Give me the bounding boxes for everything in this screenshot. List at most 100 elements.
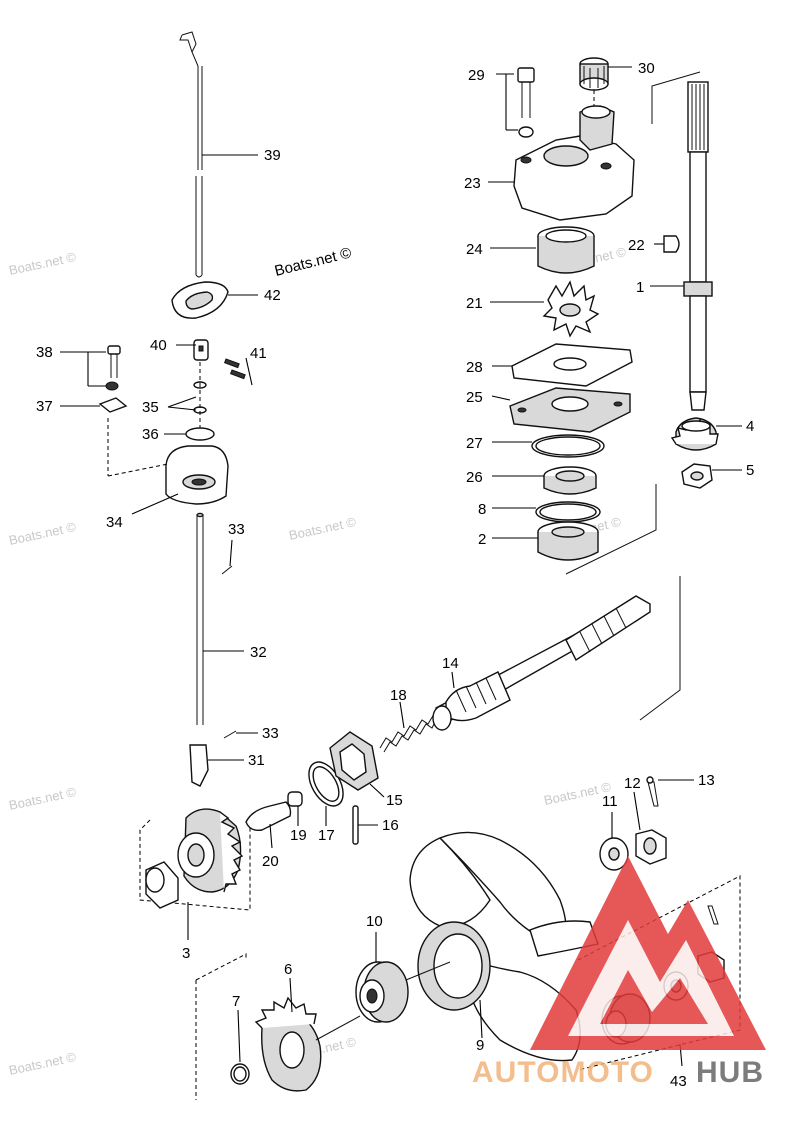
logo-word-automoto: AUTOMOTO <box>472 1056 654 1089</box>
part-38-bolt <box>60 345 121 391</box>
part-4-pinion-gear <box>670 417 742 451</box>
part-13-cotter-pin <box>646 776 694 807</box>
callout-10: 10 <box>366 913 383 930</box>
part-10-thrust-hub <box>355 932 451 1023</box>
callout-11: 11 <box>602 793 618 810</box>
part-1-drive-shaft <box>650 71 713 411</box>
watermark-inline: Boats.net © <box>273 244 353 280</box>
callout-16: 16 <box>382 817 399 834</box>
part-25-pump-base <box>491 387 631 433</box>
callout-23: 23 <box>464 175 481 192</box>
callout-37: 37 <box>36 398 53 415</box>
part-35-washers <box>167 362 207 440</box>
part-31-shift-cam <box>189 744 244 787</box>
callout-12: 12 <box>624 775 641 792</box>
part-14-propeller-shaft <box>432 576 681 731</box>
part-5-pinion-nut <box>681 463 742 489</box>
part-27-o-ring <box>492 434 605 458</box>
part-30-insert <box>579 57 632 106</box>
callout-36: 36 <box>142 426 159 443</box>
part-32-shift-rod-lower <box>196 512 244 725</box>
callout-30: 30 <box>638 60 655 77</box>
part-39-shift-rod-upper <box>179 31 258 278</box>
alignment-line <box>565 484 657 575</box>
callout-9: 9 <box>476 1037 484 1054</box>
automotohub-logo: AUTOMOTO HUB <box>472 856 766 1089</box>
callout-42: 42 <box>264 287 281 304</box>
callout-29: 29 <box>468 67 485 84</box>
callout-6: 6 <box>284 961 292 978</box>
part-3-forward-gear-assembly <box>139 808 251 940</box>
callout-33b: 33 <box>262 725 279 742</box>
callout-40: 40 <box>150 337 167 354</box>
part-29-bolt <box>496 67 535 138</box>
part-16-cross-pin <box>352 805 378 845</box>
callout-1: 1 <box>636 279 644 296</box>
logo-word-hub: HUB <box>696 1056 764 1089</box>
part-18-spring <box>379 701 437 753</box>
callout-8: 8 <box>478 501 486 518</box>
part-11-washer <box>599 812 629 871</box>
callout-17: 17 <box>318 827 335 844</box>
watermark: Boats.net © <box>288 514 358 543</box>
part-17-ring <box>308 761 344 826</box>
callout-4: 4 <box>746 418 754 435</box>
callout-26: 26 <box>466 469 483 486</box>
callout-18: 18 <box>390 687 407 704</box>
callout-33a: 33 <box>228 521 245 538</box>
callout-22: 22 <box>628 237 645 254</box>
callout-35: 35 <box>142 399 159 416</box>
part-22-key <box>654 235 680 253</box>
part-40-connector <box>176 339 209 361</box>
callout-labels: 39 42 40 41 38 37 35 36 34 33 32 33 31 1… <box>36 60 754 1090</box>
callout-13: 13 <box>698 772 715 789</box>
watermark: Boats.net © <box>8 249 78 278</box>
part-19-ball <box>287 791 303 826</box>
part-42-grommet <box>171 281 258 319</box>
alignment-line <box>195 953 247 981</box>
watermark: Boats.net © <box>8 519 78 548</box>
part-24-impeller-insert <box>490 226 595 274</box>
part-34-shift-housing <box>107 418 229 515</box>
callout-41: 41 <box>250 345 267 362</box>
part-23-pump-housing <box>488 105 635 221</box>
callout-34: 34 <box>106 514 123 531</box>
callout-14: 14 <box>442 655 459 672</box>
watermark: Boats.net © <box>8 1049 78 1078</box>
part-2-bearing <box>492 521 599 561</box>
callout-2: 2 <box>478 531 486 548</box>
part-6-reverse-gear <box>254 977 361 1092</box>
part-15-clutch <box>329 731 385 798</box>
part-20-plunger <box>245 801 292 849</box>
part-12-nut <box>633 791 667 865</box>
part-26-bearing <box>492 466 597 495</box>
part-28-gasket-plate <box>492 343 633 387</box>
watermark: Boats.net © <box>8 784 78 813</box>
part-33-pin-upper <box>221 539 233 575</box>
part-37-clamp <box>60 397 128 413</box>
callout-28: 28 <box>466 359 483 376</box>
part-41-pins <box>223 357 253 386</box>
callout-25: 25 <box>466 389 483 406</box>
callout-7: 7 <box>232 993 240 1010</box>
callout-43: 43 <box>670 1073 687 1090</box>
callout-27: 27 <box>466 435 483 452</box>
callout-39: 39 <box>264 147 281 164</box>
part-21-impeller <box>490 280 600 338</box>
part-8-ring <box>492 501 601 523</box>
callout-3: 3 <box>182 945 190 962</box>
callout-15: 15 <box>386 792 403 809</box>
callout-20: 20 <box>262 853 279 870</box>
part-36-o-ring <box>164 427 215 441</box>
callout-24: 24 <box>466 241 483 258</box>
logo-triangle-core-icon <box>600 970 708 1024</box>
callout-19: 19 <box>290 827 307 844</box>
callout-21: 21 <box>466 295 483 312</box>
callout-5: 5 <box>746 462 754 479</box>
part-33-pin-lower <box>223 730 258 739</box>
part-7-circlip <box>230 1009 250 1085</box>
callout-32: 32 <box>250 644 267 661</box>
callout-31: 31 <box>248 752 265 769</box>
callout-38: 38 <box>36 344 53 361</box>
